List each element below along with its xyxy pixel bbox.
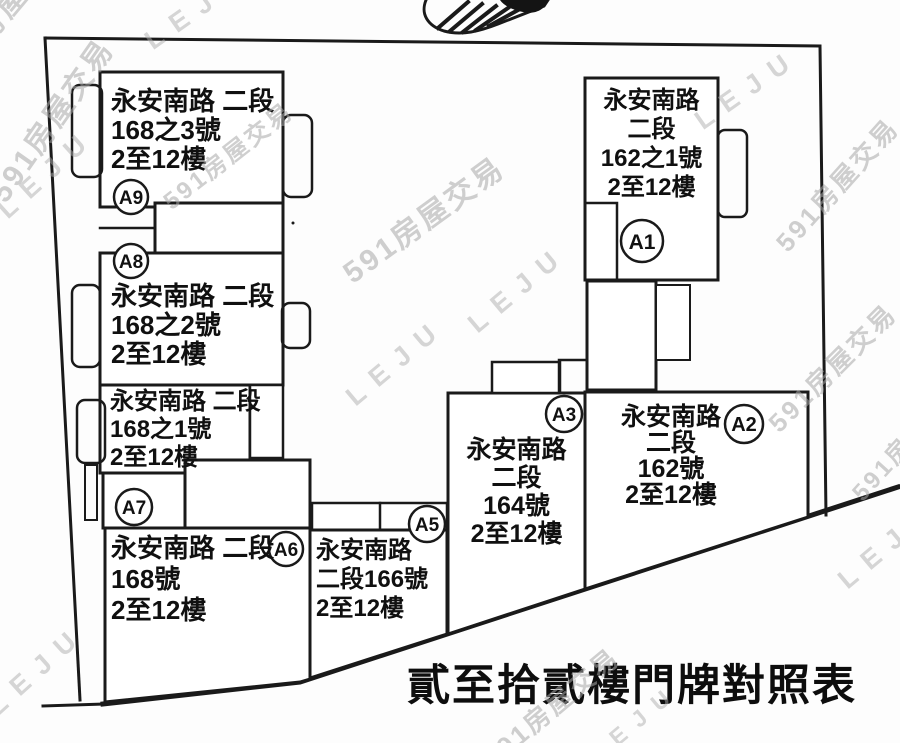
address-number-line: 168之1號 [110, 416, 212, 443]
a7-side-section [248, 383, 285, 460]
a3-top-section [490, 360, 562, 395]
site-boundary-top-right [43, 36, 828, 517]
balcony-left-3 [75, 398, 107, 465]
address-road-line: 永安南路 二段 [111, 533, 275, 563]
page-title: 貳至拾貳樓門牌對照表 [407, 663, 857, 710]
a2-left-step [557, 358, 589, 394]
address-road-line: 永安南路 [603, 87, 700, 114]
unit-label-a7: A7 [114, 487, 154, 527]
address-number-line: 164號 [483, 492, 550, 520]
address-section-line: 二段 [627, 116, 676, 143]
unit-label-a5: A5 [407, 504, 447, 544]
address-floors-line: 2至12樓 [111, 144, 207, 174]
address-floors-line: 2至12樓 [316, 595, 405, 622]
unit-label-a6: A6 [267, 530, 305, 568]
building-a6-address: 永安南路 二段 168號 2至12樓 [111, 533, 274, 626]
address-number-line: 162之1號 [600, 145, 703, 172]
address-floors-line: 2至12樓 [110, 444, 199, 471]
building-a9-address: 永安南路 二段 168之3號 2至12樓 [111, 87, 274, 174]
address-floors-line: 2至12樓 [470, 520, 563, 548]
address-section-line: 二段 [645, 429, 696, 457]
address-number-line: 二段166號 [316, 566, 429, 593]
site-boundary-bottom [41, 702, 105, 708]
address-number-line: 162號 [637, 455, 705, 483]
site-boundary-left [43, 36, 82, 702]
building-a5-address: 永安南路 二段166號 2至12樓 [316, 536, 428, 623]
balcony-right-1 [281, 113, 314, 199]
address-number-line: 168之3號 [111, 115, 221, 145]
address-road-line: 永安南路 二段 [110, 388, 261, 415]
building-a3-address: 永安南路 二段 164號 2至12樓 [448, 436, 585, 548]
hatched-stamp [422, 0, 550, 35]
unit-label-text: A9 [119, 188, 143, 209]
building-a7-address: 永安南路 二段 168之1號 2至12樓 [110, 388, 261, 472]
unit-label-text: A2 [731, 414, 757, 436]
unit-label-a3: A3 [544, 394, 584, 434]
address-floors-line: 2至12樓 [111, 339, 207, 369]
unit-label-a1: A1 [619, 218, 665, 264]
unit-label-a8: A8 [112, 242, 150, 280]
unit-label-text: A1 [629, 231, 656, 254]
balcony-left-2 [70, 283, 102, 369]
scan-dot [291, 221, 295, 225]
address-floors-line: 2至12樓 [625, 481, 717, 509]
balcony-right-2 [280, 301, 312, 350]
unit-label-text: A6 [274, 540, 298, 561]
address-road-line: 永安南路 二段 [111, 86, 275, 116]
address-road-line: 永安南路 二段 [111, 281, 275, 311]
unit-label-text: A7 [122, 498, 146, 519]
address-road-line: 永安南路 [620, 403, 721, 431]
connector-side-section [655, 284, 691, 361]
unit-label-text: A8 [119, 252, 143, 273]
address-floors-line: 2至12樓 [111, 595, 207, 625]
building-mid-offset-section [153, 201, 285, 255]
a1-inner-divider [583, 201, 619, 282]
scan-dot [645, 497, 649, 501]
unit-label-text: A5 [415, 515, 440, 536]
balcony-left-1 [70, 83, 104, 179]
a1-a2-connector [585, 279, 658, 392]
building-a8-address: 永安南路 二段 168之2號 2至12樓 [111, 282, 274, 369]
building-a1-address: 永安南路 二段 162之1號 2至12樓 [585, 86, 718, 202]
address-number-line: 168之2號 [111, 310, 221, 340]
address-number-line: 168號 [111, 564, 181, 594]
balcony-left-4 [84, 464, 98, 521]
unit-label-text: A3 [552, 405, 576, 426]
building-a2-address: 永安南路 二段 162號 2至12樓 [597, 404, 745, 508]
courtyard-section [183, 458, 312, 530]
address-road-line: 永安南路 [316, 537, 412, 564]
address-floors-line: 2至12樓 [607, 174, 696, 201]
address-road-line: 永安南路 [466, 436, 567, 464]
building-a6-outline [103, 526, 312, 704]
address-section-line: 二段 [491, 464, 542, 492]
unit-label-a2: A2 [723, 403, 765, 445]
balcony-a1-right [716, 128, 749, 219]
unit-label-a9: A9 [112, 178, 150, 216]
